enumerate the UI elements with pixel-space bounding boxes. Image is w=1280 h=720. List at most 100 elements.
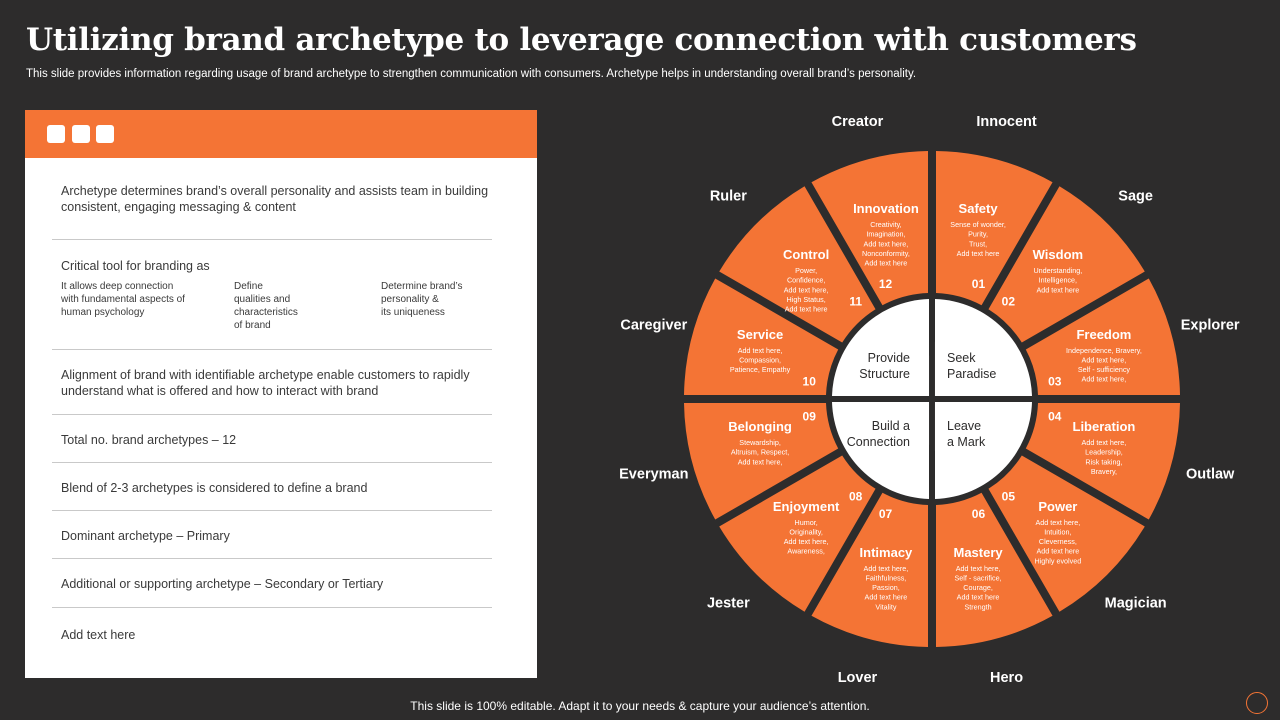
archetype-label: Hero <box>990 670 1023 686</box>
segment-description: Cleverness, <box>1039 537 1077 546</box>
quadrant-text: Paradise <box>947 367 996 381</box>
tool-text: Define qualities and characteristics of … <box>234 281 298 331</box>
segment-description: Add text here, <box>956 564 1001 573</box>
segment-number: 04 <box>1048 409 1062 423</box>
segment-description: Add text here, <box>1035 518 1080 527</box>
segment-title: Wisdom <box>1033 247 1083 262</box>
archetype-label: Everyman <box>619 467 688 483</box>
info-panel: Archetype determines brand’s overall per… <box>25 110 537 678</box>
quadrant-shape <box>832 299 930 397</box>
page-title: Utilizing brand archetype to leverage co… <box>26 22 1137 58</box>
segment-description: Altruism, Respect, <box>731 448 789 457</box>
segment-description: Add text here <box>865 593 908 602</box>
panel-header <box>25 110 537 158</box>
segment-description: Purity, <box>968 230 988 239</box>
segment-description: Nonconformity, <box>862 249 910 258</box>
segment-title: Freedom <box>1076 327 1131 342</box>
panel-list: Archetype determines brand’s overall per… <box>52 158 492 656</box>
quadrant-text: Connection <box>847 435 910 449</box>
segment-description: Risk taking, <box>1085 457 1122 466</box>
segment-number: 03 <box>1048 375 1062 389</box>
quadrant-text: Structure <box>859 367 910 381</box>
segment-shape <box>936 492 1053 647</box>
segment-description: Add text here, <box>1082 438 1127 447</box>
segment-title: Enjoyment <box>773 499 840 514</box>
quadrant-text: a Mark <box>947 435 986 449</box>
list-item-text: Additional or supporting archetype – Sec… <box>61 577 384 591</box>
tool-text: It allows deep connection with fundament… <box>61 281 185 318</box>
segment-shape <box>684 278 839 395</box>
segment-description: Sense of wonder, <box>950 220 1006 229</box>
archetype-label: Caregiver <box>620 317 687 333</box>
segment-description: Vitality <box>875 602 896 611</box>
archetype-label: Magician <box>1105 596 1167 612</box>
segment-shape <box>988 186 1145 343</box>
segment-number: 12 <box>879 277 893 291</box>
segment-description: Stewardship, <box>739 438 781 447</box>
segment-shape <box>811 492 928 647</box>
list-item-text: Dominant archetype – Primary <box>61 529 230 543</box>
segment-description: Passion, <box>872 583 900 592</box>
segment-description: Add text here <box>865 258 908 267</box>
segment-description: Add text here, <box>864 564 909 573</box>
segment-description: Patience, Empathy <box>730 365 791 374</box>
segment-shape <box>988 455 1145 612</box>
archetype-label: Creator <box>832 114 884 130</box>
quadrant-text: Seek <box>947 351 976 365</box>
segment-description: Power, <box>795 266 817 275</box>
list-item-text: Archetype determines brand’s overall per… <box>61 184 489 214</box>
quadrant-shape <box>934 299 1032 397</box>
archetype-label: Explorer <box>1181 317 1240 333</box>
segment-title: Control <box>783 247 829 262</box>
segment-description: Independence, Bravery, <box>1066 346 1142 355</box>
list-item: Archetype determines brand’s overall per… <box>52 158 492 240</box>
list-item-text: Alignment of brand with identifiable arc… <box>61 368 470 398</box>
segment-description: Awareness, <box>787 547 824 556</box>
quadrant-shape <box>934 401 1032 499</box>
segment-description: Bravery, <box>1091 467 1117 476</box>
segment-description: Add text here, <box>1082 375 1127 384</box>
segment-description: Strength <box>964 602 991 611</box>
list-item: Total no. brand archetypes – 12 <box>52 415 492 463</box>
segment-title: Service <box>737 327 783 342</box>
segment-description: Add text here <box>1036 547 1079 556</box>
list-item-text: Add text here <box>61 628 136 642</box>
segment-number: 06 <box>972 507 986 521</box>
segment-description: Creativity, <box>870 220 901 229</box>
segment-description: Highly evolved <box>1034 556 1081 565</box>
segment-shape <box>811 151 928 306</box>
segment-description: Faithfulness, <box>866 574 907 583</box>
list-item: Blend of 2-3 archetypes is considered to… <box>52 463 492 511</box>
segment-number: 05 <box>1002 490 1016 504</box>
branding-tools: It allows deep connection with fundament… <box>61 280 492 332</box>
segment-number: 01 <box>972 277 986 291</box>
segment-description: Understanding, <box>1033 266 1082 275</box>
segment-title: Intimacy <box>860 545 914 560</box>
segment-title: Safety <box>959 201 999 216</box>
quadrant-text: Build a <box>872 419 910 433</box>
segment-description: High Status, <box>787 295 826 304</box>
center-quadrant: Build a Connection <box>832 401 930 499</box>
header-dot <box>47 125 65 143</box>
segment-number: 08 <box>849 490 863 504</box>
segment-title: Innovation <box>853 201 919 216</box>
header-dot <box>96 125 114 143</box>
segment-number: 09 <box>803 409 817 423</box>
archetype-label: Lover <box>838 670 878 686</box>
list-item: Dominant archetype – Primary <box>52 511 492 559</box>
quadrant-text: Provide <box>868 351 910 365</box>
archetype-label: Jester <box>707 596 750 612</box>
segment-title: Power <box>1038 499 1077 514</box>
segment-description: Add text here, <box>784 537 829 546</box>
list-item: Additional or supporting archetype – Sec… <box>52 559 492 608</box>
segment-description: Add text here, <box>864 239 909 248</box>
